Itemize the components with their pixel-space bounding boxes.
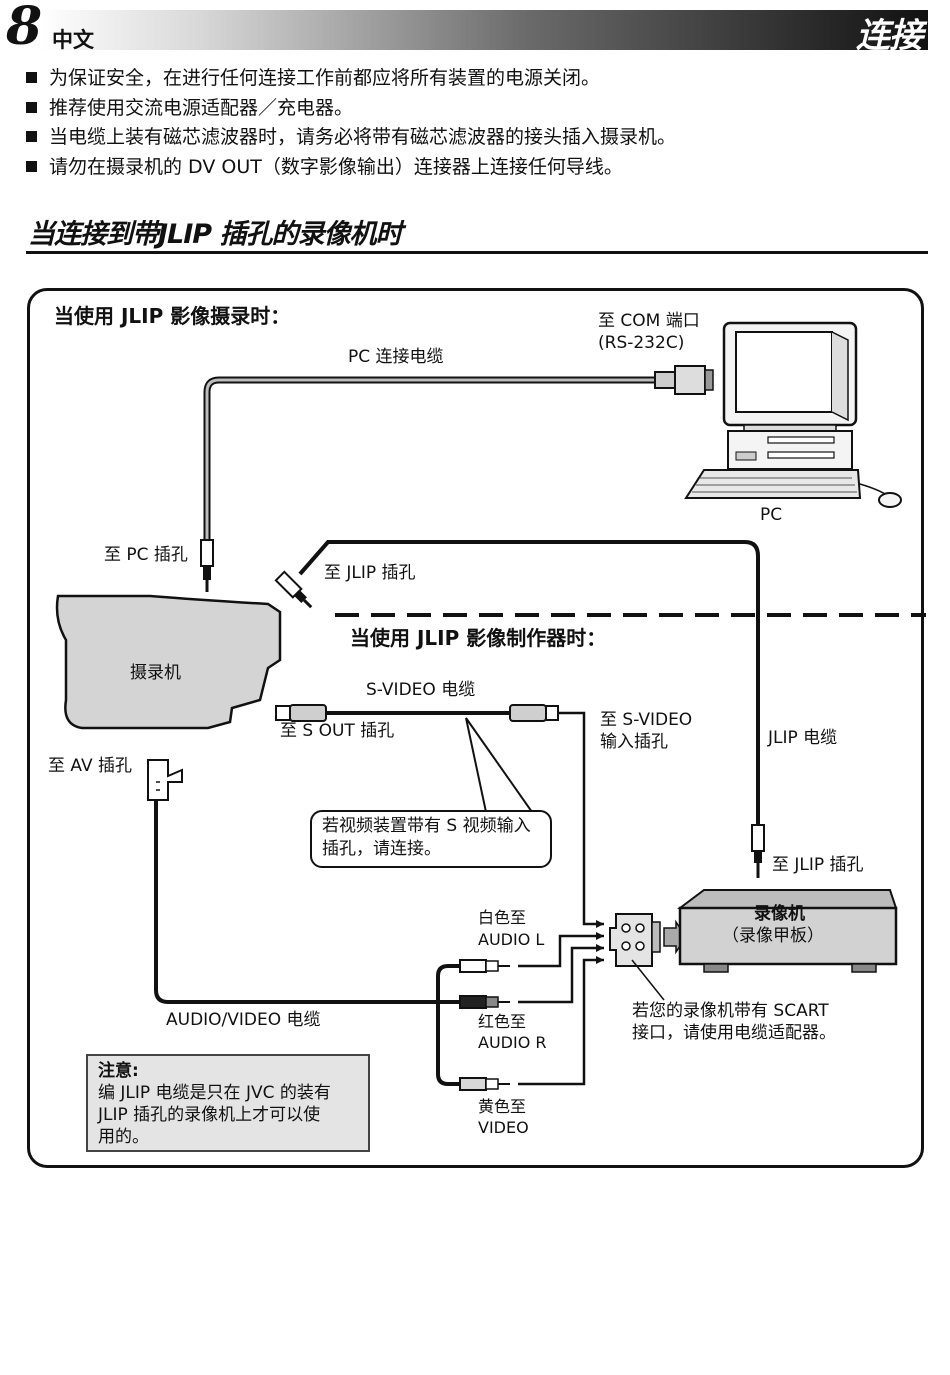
- bullet-square-icon: [26, 72, 37, 83]
- db9-connector-icon: [654, 365, 714, 395]
- jlip-plug-top-icon: [274, 570, 313, 609]
- red-plug-label: 红色至: [478, 1012, 527, 1031]
- list-item: 请勿在摄录机的 DV OUT（数字影像输出）连接器上连接任何导线。: [26, 153, 676, 183]
- jlip-cable-label: JLIP 电缆: [768, 728, 838, 748]
- list-item: 为保证安全，在进行任何连接工作前都应将所有装置的电源关闭。: [26, 64, 676, 94]
- bullet-square-icon: [26, 160, 37, 172]
- to-av-jack-label: 至 AV 插孔: [48, 756, 132, 776]
- note-line: JLIP 插孔的录像机上才可以使: [98, 1105, 321, 1125]
- note-line: 编 JLIP 电缆是只在 JVC 的装有: [98, 1083, 331, 1103]
- com-port-label: 至 COM 端口: [598, 311, 700, 331]
- svideo-input-jack-label: 输入插孔: [600, 732, 668, 752]
- section-heading: 当连接到带JLIP 插孔的录像机时: [28, 219, 402, 250]
- audio-l-label: AUDIO L: [478, 930, 545, 949]
- rca-plug-red-icon: [459, 995, 510, 1009]
- to-jlip-jack-top-label: 至 JLIP 插孔: [324, 563, 416, 583]
- to-pc-jack-label: 至 PC 插孔: [104, 545, 188, 565]
- av-cable: [154, 800, 420, 1004]
- vcr-label: 录像机: [754, 904, 805, 924]
- header-gradient-bar: [40, 10, 928, 50]
- rca-plug-white-icon: [459, 959, 510, 973]
- jlip-cable: [298, 540, 760, 828]
- safety-bullet-list: 为保证安全，在进行任何连接工作前都应将所有装置的电源关闭。 推荐使用交流电源适配…: [26, 64, 676, 182]
- scart-note-line: 接口，请使用电缆适配器。: [632, 1023, 836, 1043]
- scart-adapter-icon: [609, 913, 687, 967]
- svideo-plug-right-icon: [509, 704, 559, 722]
- pc-label: PC: [760, 505, 783, 525]
- svideo-note-bubble: 若视频装置带有 S 视频输入 插孔，请连接。: [310, 810, 552, 868]
- scart-note-line: 若您的录像机带有 SCART: [632, 1001, 829, 1021]
- pc-cable: [203, 376, 658, 548]
- jlip-capture-title: 当使用 JLIP 影像摄录时：: [54, 304, 291, 328]
- page-header: 8 中文 连接: [0, 0, 950, 58]
- pc-plug-icon: [200, 539, 214, 592]
- pc-cable-label: PC 连接电缆: [348, 347, 444, 367]
- vcr-deck-label: （录像甲板）: [722, 926, 824, 946]
- to-jlip-jack-vcr-label: 至 JLIP 插孔: [772, 855, 864, 875]
- page-number: 8: [6, 0, 43, 57]
- bullet-square-icon: [26, 101, 37, 113]
- list-item: 当电缆上装有磁芯滤波器时，请务必将带有磁芯滤波器的接头插入摄录机。: [26, 123, 676, 153]
- rca-plug-yellow-icon: [459, 1077, 510, 1091]
- to-svideo-in-label: 至 S-VIDEO: [600, 710, 693, 730]
- bullet-square-icon: [26, 131, 37, 142]
- pc-icon: [684, 321, 902, 508]
- bubble-line: 插孔，请连接。: [322, 839, 441, 859]
- camcorder-illustration: [55, 594, 282, 730]
- svideo-cable-label: S-VIDEO 电缆: [366, 680, 476, 700]
- note-line: 用的。: [98, 1127, 149, 1147]
- vcr-illustration: [677, 889, 898, 973]
- yellow-plug-label: 黄色至: [478, 1097, 527, 1116]
- av-minijack-icon: [147, 759, 183, 801]
- svideo-plug-left-icon: [275, 704, 327, 722]
- rs232c-label: (RS-232C): [598, 333, 685, 353]
- camcorder-label: 摄录机: [130, 663, 181, 683]
- note-title: 注意:: [98, 1061, 139, 1081]
- white-plug-label: 白色至: [478, 908, 527, 927]
- jlip-note-box: 注意: 编 JLIP 电缆是只在 JVC 的装有 JLIP 插孔的录像机上才可以…: [86, 1054, 370, 1152]
- bubble-line: 若视频装置带有 S 视频输入: [322, 816, 531, 836]
- heading-rule: [26, 251, 928, 254]
- language-label: 中文: [52, 28, 94, 52]
- section-title: 连接: [856, 16, 923, 56]
- av-cable-label: AUDIO/VIDEO 电缆: [166, 1010, 321, 1030]
- audio-r-label: AUDIO R: [478, 1033, 547, 1052]
- jlip-plug-vcr-icon: [751, 824, 765, 878]
- list-item: 推荐使用交流电源适配器／充电器。: [26, 94, 676, 124]
- video-label: VIDEO: [478, 1118, 529, 1137]
- jlip-producer-title: 当使用 JLIP 影像制作器时：: [350, 626, 607, 650]
- diagram-frame: [27, 288, 924, 1168]
- to-s-out-label: 至 S OUT 插孔: [280, 721, 395, 741]
